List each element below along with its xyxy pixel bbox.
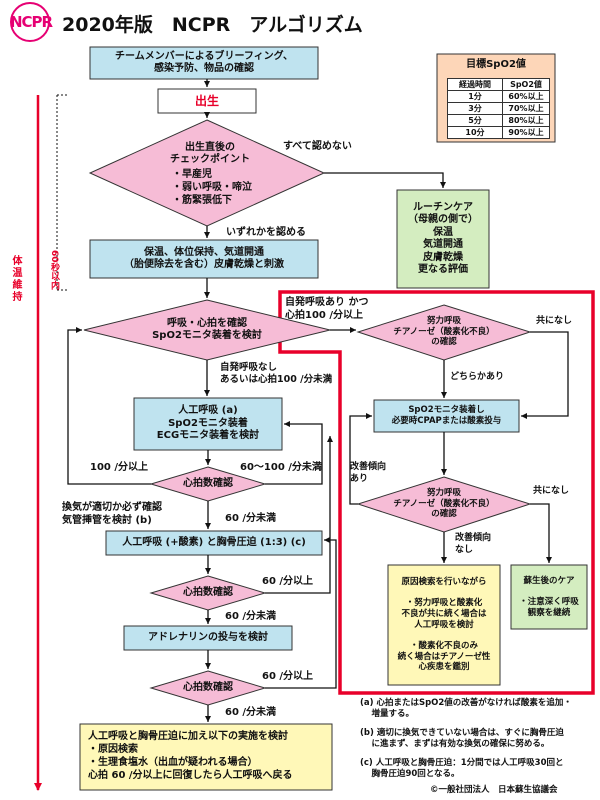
birth-text: 出生 (194, 93, 219, 108)
table-row: 経過時間 SpO2値 (447, 78, 550, 91)
footnote-b: (b) 適切に換気できていない場合は、すぐに胸骨圧迫 に進まず、まずは有効な換気… (360, 728, 564, 750)
logo-mark (10, 2, 50, 42)
effort-cyanosis-text-2: 努力呼吸 チアノーゼ（酸素化不良） の確認 (393, 488, 495, 520)
table-row: 1分 60%以上 (447, 90, 550, 103)
label-not-improved: 改善傾向 なし (455, 533, 492, 555)
table-row: 5分 80%以上 (447, 114, 550, 127)
table-header: 経過時間 (447, 78, 503, 91)
hr-check-text-3: 心拍数確認 (183, 681, 233, 693)
table-row: 10分 90%以上 (447, 126, 550, 139)
initial-steps-box (89, 239, 319, 279)
label-spontaneous-ok: 自発呼吸あり かつ 心拍100 /分以上 (285, 297, 369, 321)
adrenaline-text: アドレナリンの投与を検討 (148, 631, 268, 643)
label-ge60-b: 60 /分以上 (262, 671, 314, 682)
label-lt60-a: 60 /分未満 (225, 513, 277, 524)
table-cell: 10分 (447, 126, 503, 139)
table-cell: 90%以上 (502, 126, 550, 139)
page-title: 2020年版 NCPR アルゴリズム (62, 14, 363, 36)
label-any: いずれかを認める (226, 227, 306, 238)
logo: NCPR (10, 13, 53, 31)
cause-search-text: 原因検索を行いながら ・努力呼吸と酸素化 不良が共に続く場合は 人工呼吸を検討 … (397, 577, 491, 673)
hr-check-text-2: 心拍数確認 (183, 586, 233, 598)
check-title: 出生直後の チェックポイント (170, 141, 250, 166)
label-ge60-a: 60 /分以上 (262, 576, 314, 587)
post-care-text: 蘇生後のケア ・注意深く呼吸 観察を継続 (519, 575, 579, 618)
table-cell: 80%以上 (502, 114, 550, 127)
footnote-c: (c) 人工呼吸と胸骨圧迫：1分間では人工呼吸30回と 胸骨圧迫90回となる。 (360, 758, 564, 780)
ppv-cc-text: 人工呼吸 (+酸素) と胸骨圧迫 (1:3) (c) (122, 536, 306, 548)
table-cell: 5分 (447, 114, 503, 127)
table-cell: 3分 (447, 102, 503, 115)
table-row: 3分 70%以上 (447, 102, 550, 115)
sixty-second-bracket (56, 94, 68, 291)
table-cell: 70%以上 (502, 102, 550, 115)
label-lt60-c: 60 /分未満 (225, 707, 277, 718)
label-improved: 改善傾向 あり (350, 462, 387, 484)
label-lt60-b: 60 /分未満 (225, 611, 277, 622)
label-both-none-2: 共になし (533, 486, 570, 496)
copyright: ©一般社団法人 日本蘇生協議会 (430, 785, 558, 795)
footnote-a: (a) 心拍またはSpO2値の改善がなければ酸素を追加・ 増量する。 (360, 698, 572, 720)
table-cell: 60%以上 (502, 90, 550, 103)
label-either: どちらかあり (450, 372, 505, 382)
spo2-table-title: 目標SpO2値 (466, 58, 526, 70)
effort-cyanosis-text-1: 努力呼吸 チアノーゼ（酸素化不良） の確認 (393, 316, 495, 348)
body-temperature-label: 体温維持 (10, 255, 21, 303)
resp-hr-text: 呼吸・心拍を確認 SpO2モニタ装着を検討 (152, 317, 262, 342)
routine-care-box (396, 189, 490, 289)
ppv-cc-box (105, 530, 323, 556)
label-spontaneous-none: 自発呼吸なし あるいは心拍100 /分未満 (220, 362, 333, 386)
table-cell: 1分 (447, 90, 503, 103)
label-hr-100-plus: 100 /分以上 (90, 462, 149, 473)
post-care-box (510, 564, 588, 630)
briefing-text: チームメンバーによるブリーフィング、 感染予防、物品の確認 (115, 50, 293, 75)
briefing-box (89, 46, 319, 80)
cause-search-box (387, 564, 501, 686)
sixty-seconds-label: 60秒以内 (49, 250, 59, 290)
label-both-none-1: 共になし (536, 316, 573, 326)
hr-check-text-1: 心拍数確認 (183, 477, 233, 489)
ppv-text: 人工呼吸 (a) SpO2モニタ装着 ECGモニタ装着を検討 (156, 405, 260, 442)
spontaneous-breathing-region (278, 290, 595, 695)
birth-box (157, 88, 257, 114)
label-none: すべて認めない (283, 141, 352, 152)
final-text: 人工呼吸と胸骨圧迫に加え以下の実施を検討 ・原因検索 ・生理食塩水（出血が疑われ… (88, 731, 293, 781)
routine-care-text: ルーチンケア （母親の側で） 保温 気道開通 皮膚乾燥 更なる評価 (408, 201, 478, 276)
table-header: SpO2値 (502, 78, 550, 91)
initial-steps-text: 保温、体位保持、気道開通 （胎便除去を含む）皮膚乾燥と刺激 (124, 246, 284, 271)
final-box (79, 723, 333, 791)
label-ventilation-check: 換気が適切か必ず確認 気管挿管を検討 (b) (62, 502, 162, 526)
spo2-cpap-box (373, 399, 520, 433)
spo2-target-table: 経過時間 SpO2値 1分 60%以上 3分 70%以上 5分 80%以上 10… (447, 78, 550, 139)
check-items: ・早産児 ・弱い呼吸・啼泣 ・筋緊張低下 (172, 169, 252, 206)
spo2-cpap-text: SpO2モニタ装着し 必要時CPAPまたは酸素投与 (391, 405, 502, 426)
label-hr-60-100: 60～100 /分未満 (240, 462, 322, 473)
ppv-box (133, 397, 283, 451)
